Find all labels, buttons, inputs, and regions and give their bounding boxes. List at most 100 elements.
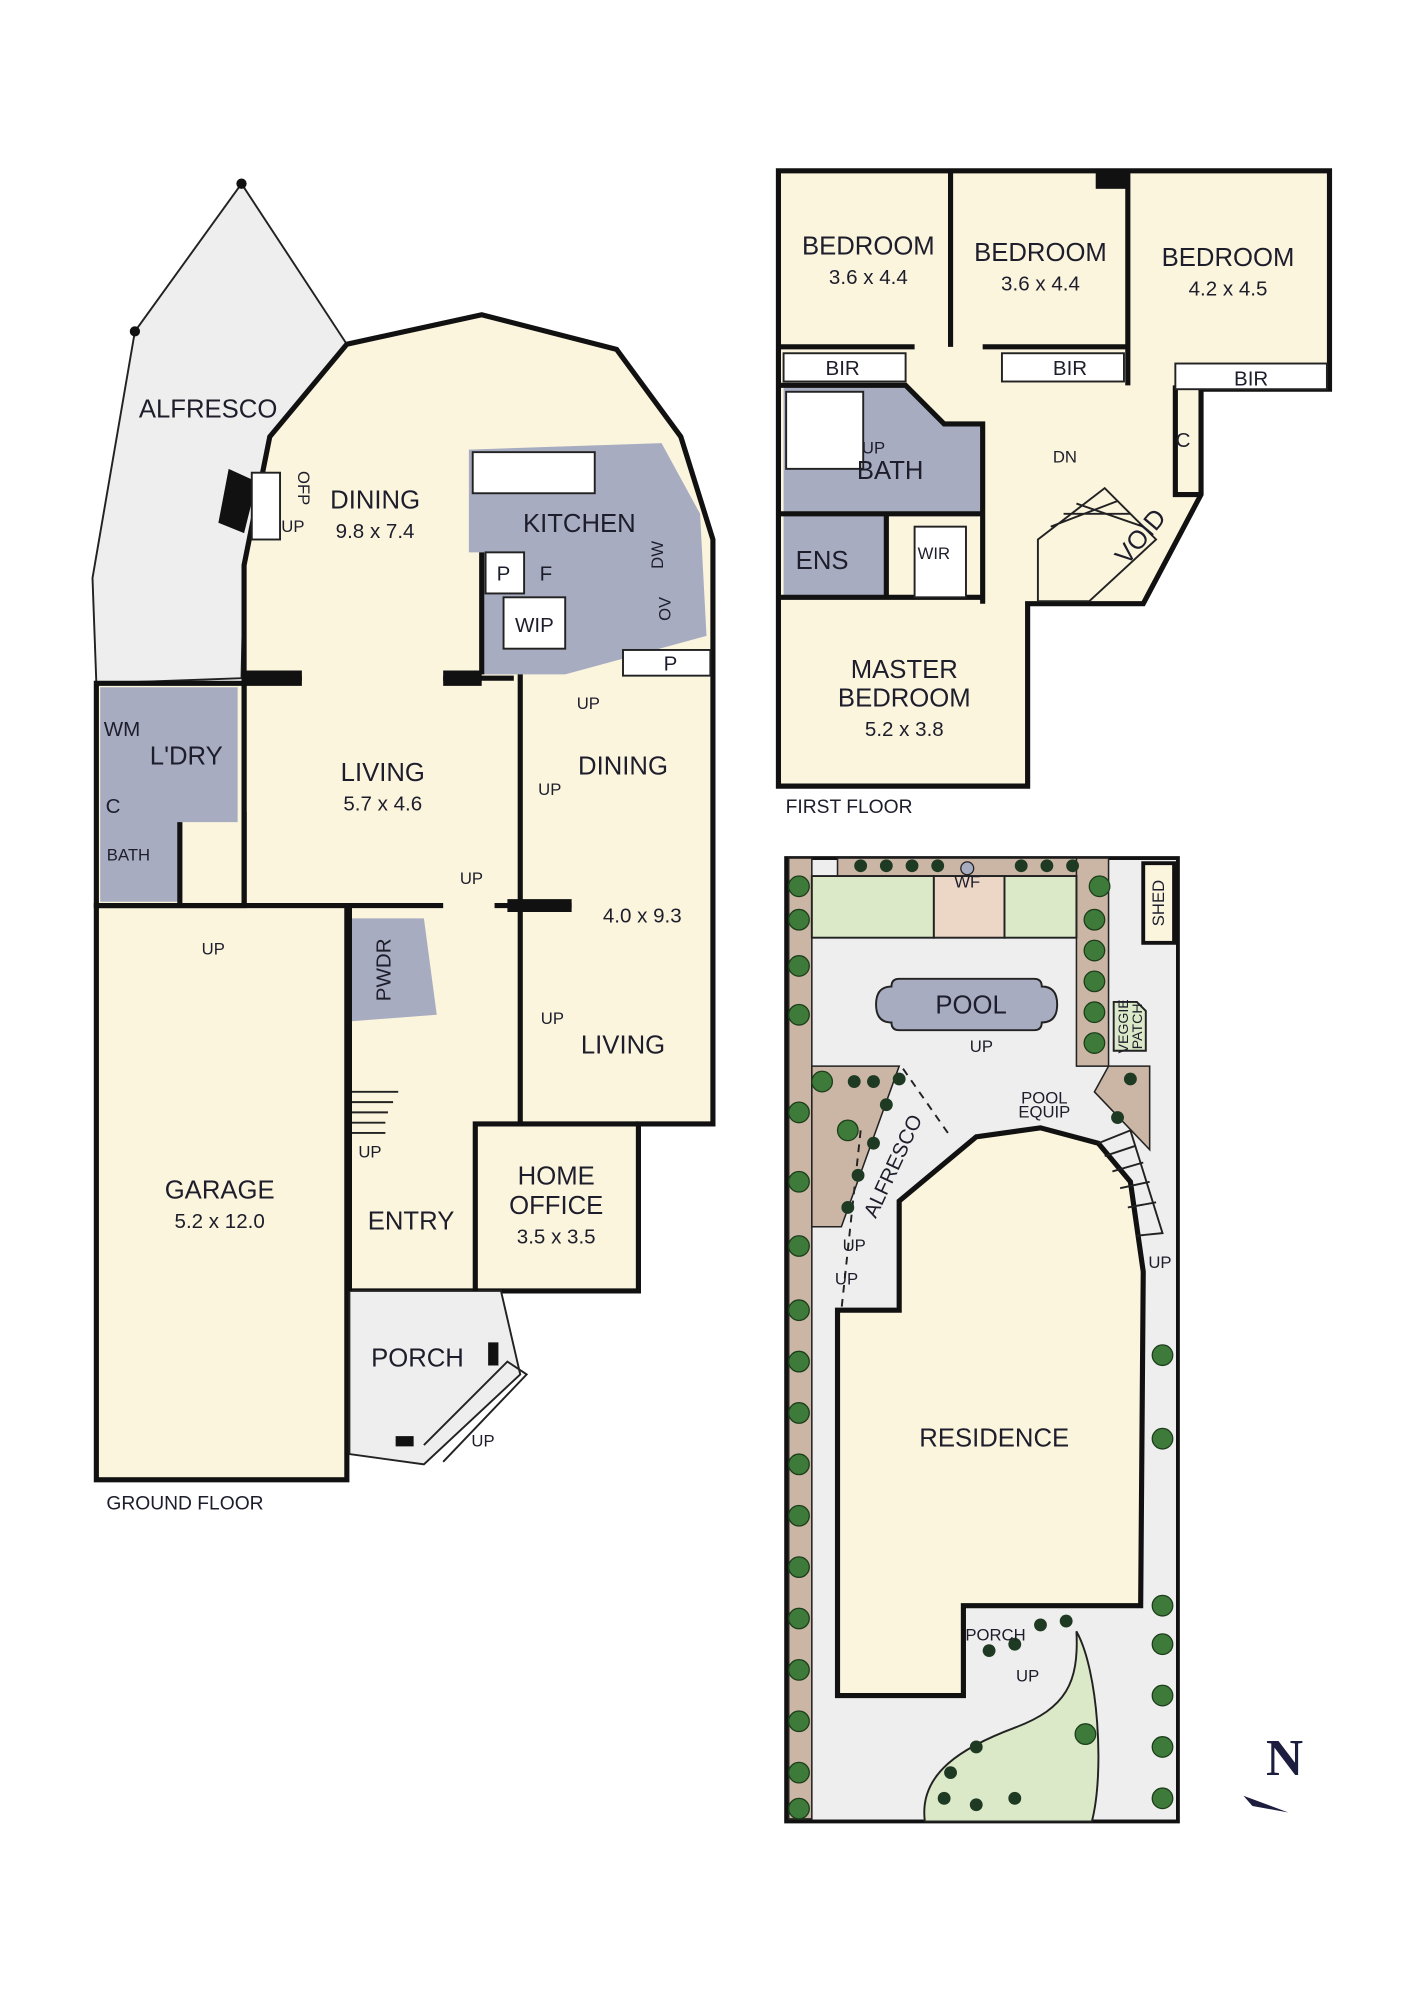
label-dining-2: DINING (578, 753, 668, 781)
label-home: HOME (518, 1162, 595, 1190)
right-corner-bed (1093, 1065, 1151, 1152)
label-shed: SHED (1149, 880, 1168, 926)
tree-icon (788, 1658, 810, 1681)
wip-box (502, 596, 567, 650)
label-dw: DW (648, 541, 667, 569)
label-alfresco: ALFRESCO (139, 395, 277, 423)
tree-icon (788, 1350, 810, 1373)
shrub-icon (1040, 859, 1054, 873)
shrub-icon (1123, 1072, 1137, 1086)
tree-icon (788, 1556, 810, 1579)
tree-icon (788, 1170, 810, 1193)
label-pantry-2: P (664, 653, 678, 676)
shrub-icon (1008, 1791, 1022, 1805)
shrub-icon (867, 1136, 880, 1150)
water-feature (960, 861, 975, 876)
pantry-box (484, 551, 526, 595)
label-up: UP (1148, 1253, 1171, 1272)
paved-wf (932, 875, 1006, 939)
label-up: UP (862, 438, 885, 457)
porch-stairs (423, 1360, 529, 1463)
tree-icon (1074, 1723, 1097, 1746)
label-master-size: 5.2 x 3.8 (865, 718, 944, 741)
veggie-patch (1112, 1000, 1147, 1052)
tree-icon (1151, 1427, 1174, 1450)
site-plan: N SHED WF POOL VEGGIE PATCH UP POOL EQUI… (784, 856, 1303, 1824)
bir-2 (1000, 352, 1125, 383)
label-bedroom-1-size: 3.6 x 4.4 (829, 266, 908, 289)
label-fridge: F (540, 563, 553, 586)
label-residence: RESIDENCE (919, 1424, 1069, 1452)
pantry-bench (622, 649, 712, 677)
label-garage: GARAGE (165, 1176, 275, 1204)
tree-icon (788, 1402, 810, 1424)
shrub-icon (969, 1740, 983, 1754)
shrub-icon (931, 859, 945, 873)
label-office: OFFICE (509, 1192, 603, 1220)
side-stairs (1097, 1129, 1164, 1237)
post (129, 326, 141, 337)
label-bir: BIR (1053, 357, 1087, 380)
label-cupboard: C (1176, 429, 1191, 452)
ground-floor-caption: GROUND FLOOR (106, 1493, 263, 1514)
tree-icon (1151, 1344, 1174, 1367)
laundry-wet (100, 687, 238, 902)
tree-icon (788, 908, 810, 931)
tree-icon (788, 1710, 810, 1733)
label-bedroom-3: BEDROOM (1162, 244, 1295, 272)
north-arrow-icon (1243, 1795, 1289, 1813)
label-dn: DN (1053, 447, 1077, 466)
shrub-icon (905, 859, 919, 873)
corner-block (1095, 170, 1128, 189)
north-label: N (1266, 1730, 1303, 1787)
first-floor-outline (775, 168, 1333, 789)
label-living-size: 5.7 x 4.6 (343, 793, 422, 816)
stairs-first (1036, 486, 1158, 603)
label-pantry: P (497, 563, 511, 586)
tree-icon (788, 1235, 810, 1257)
label-living-2: LIVING (581, 1031, 665, 1059)
tree-icon (788, 1761, 810, 1784)
shrub-icon (879, 859, 893, 873)
shrub-icon (847, 1075, 861, 1088)
tree-icon (788, 875, 810, 898)
label-cupboard: C (106, 795, 121, 818)
label-bedroom-3-size: 4.2 x 4.5 (1189, 277, 1268, 300)
tree-icon (788, 1101, 810, 1124)
tree-icon (1151, 1787, 1174, 1810)
shrub-icon (969, 1798, 983, 1812)
spa-bath (785, 390, 865, 470)
label-up: UP (471, 1431, 494, 1450)
tree-icon (836, 1119, 859, 1142)
label-site-porch: PORCH (965, 1625, 1025, 1644)
kitchen-bench (471, 451, 596, 495)
tree-icon (1083, 939, 1106, 962)
alfresco-dash (840, 1068, 952, 1311)
label-up: UP (538, 780, 561, 799)
bir-1 (782, 352, 907, 383)
label-bir: BIR (1234, 367, 1268, 390)
tree-icon (1088, 875, 1111, 898)
label-wip: WIP (515, 614, 554, 637)
post (236, 178, 247, 189)
first-floor-caption: FIRST FLOOR (786, 797, 913, 818)
label-entry: ENTRY (368, 1207, 455, 1235)
label-veggie: VEGGIE (1115, 999, 1131, 1053)
shrub-icon (944, 1766, 957, 1780)
tree-icon (1083, 908, 1106, 931)
label-up: UP (281, 517, 304, 536)
powder-wet (351, 918, 437, 1022)
stairs-entry (351, 1090, 399, 1134)
tree-icon (788, 1797, 810, 1820)
label-up: UP (460, 869, 483, 888)
label-bath: BATH (857, 457, 924, 485)
label-patch: PATCH (1129, 1003, 1145, 1049)
trees (788, 859, 1174, 1820)
label-bedroom-1: BEDROOM (802, 232, 935, 260)
shrub-icon (982, 1644, 996, 1658)
label-bath: BATH (107, 846, 150, 865)
tree-icon (1151, 1633, 1174, 1656)
label-up: UP (541, 1009, 564, 1028)
tree-icon (811, 1070, 834, 1093)
